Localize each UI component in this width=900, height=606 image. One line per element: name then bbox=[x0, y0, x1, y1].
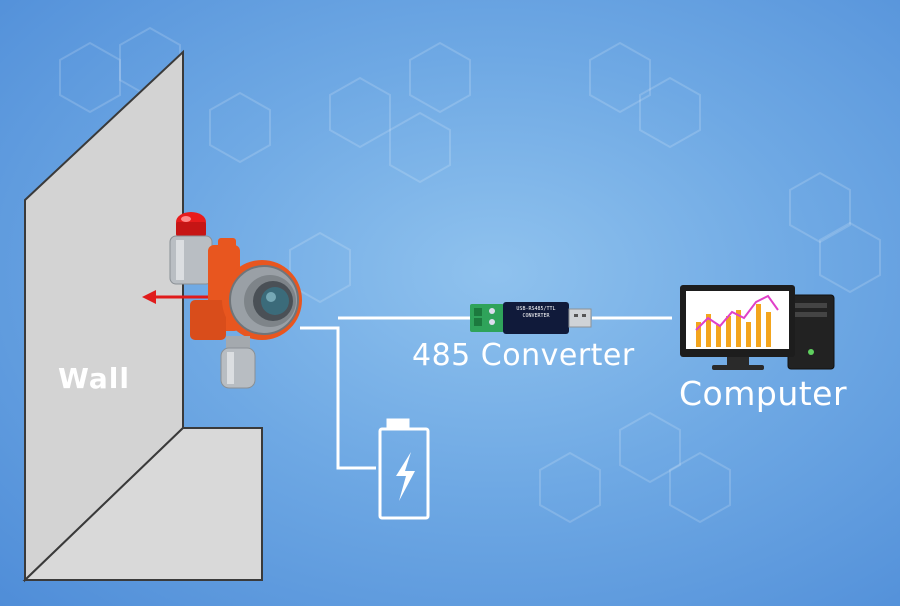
converter-device-text: USB-RS485/TTL CONVERTER bbox=[506, 306, 566, 320]
wall-graphic bbox=[22, 49, 263, 583]
wiring bbox=[300, 316, 672, 470]
gas-detector bbox=[169, 212, 302, 389]
converter-model-text: USB-RS485/TTL bbox=[516, 306, 556, 312]
screen-chart bbox=[695, 294, 779, 347]
wall-label: Wall bbox=[58, 362, 130, 395]
converter-label: 485 Converter bbox=[412, 338, 635, 373]
computer-icon bbox=[680, 285, 835, 370]
usb-converter-device bbox=[470, 302, 592, 334]
hexagon-pattern bbox=[59, 26, 881, 524]
battery-charging-icon bbox=[378, 418, 430, 520]
computer-label: Computer bbox=[679, 374, 848, 413]
converter-subtext: CONVERTER bbox=[522, 313, 550, 319]
